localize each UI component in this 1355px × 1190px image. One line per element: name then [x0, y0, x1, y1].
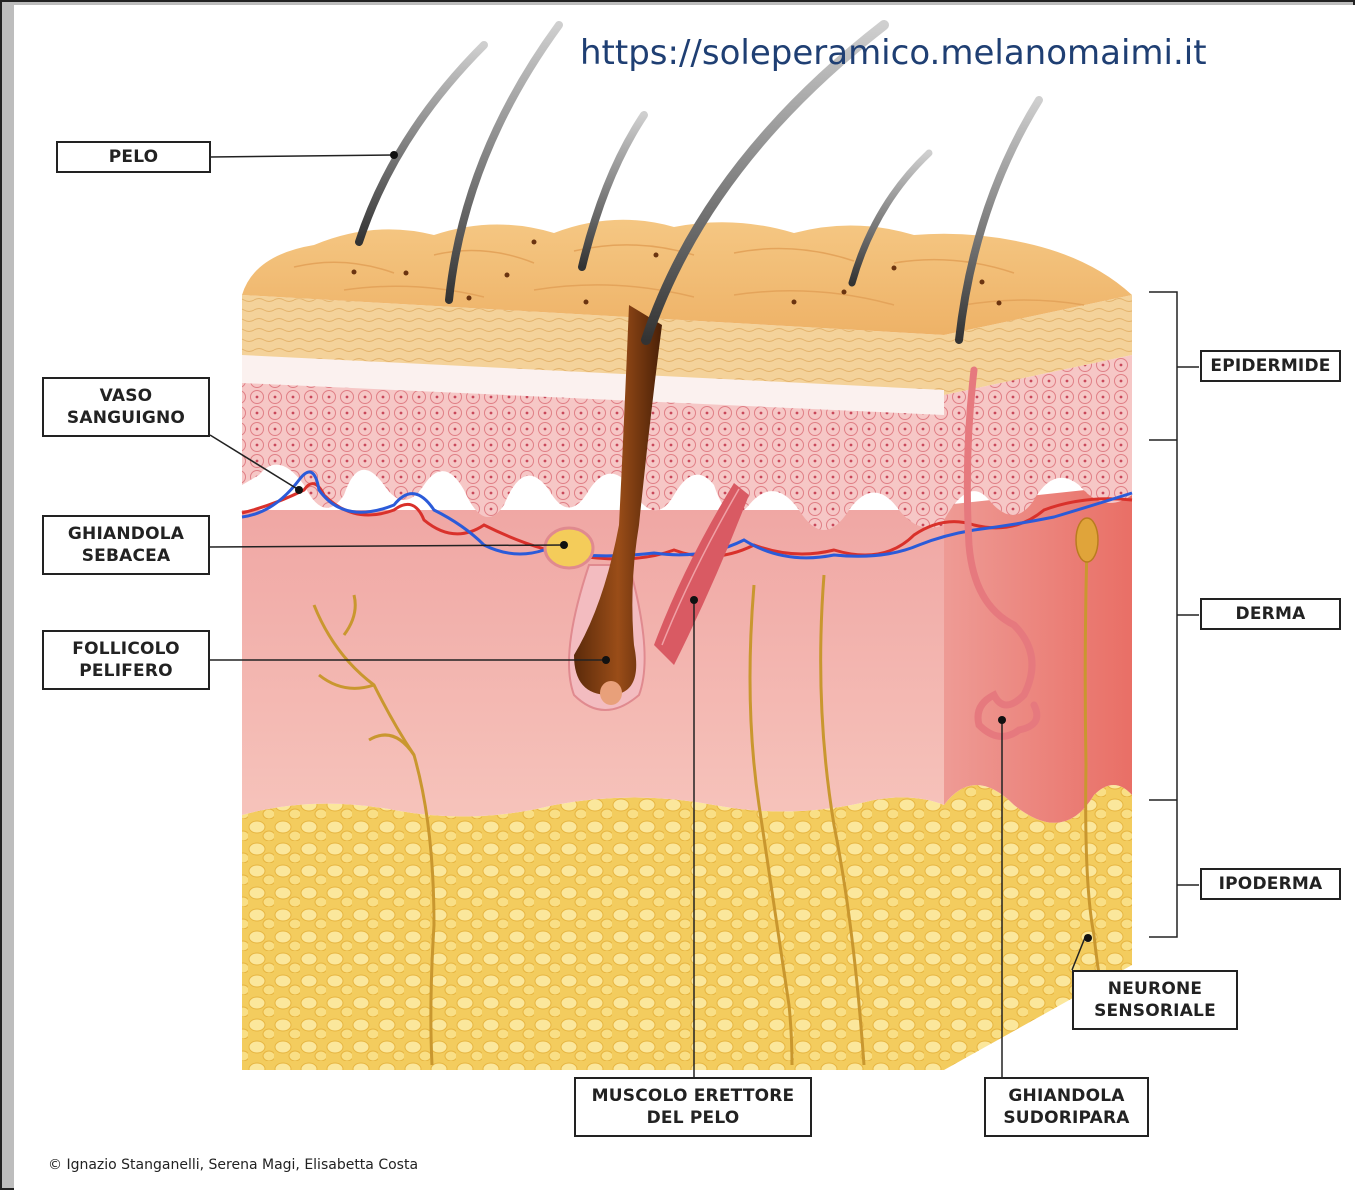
pacinian-corpuscle: [1076, 518, 1098, 562]
label-follicolo-pelifero: FOLLICOLO PELIFERO: [42, 630, 210, 690]
sebaceous-gland-shape: [545, 528, 593, 568]
label-muscolo-erettore: MUSCOLO ERETTORE DEL PELO: [574, 1077, 812, 1137]
hypodermis-front: [242, 797, 944, 1070]
label-ipoderma: IPODERMA: [1200, 868, 1341, 900]
label-epidermide: EPIDERMIDE: [1200, 350, 1341, 382]
label-pelo: PELO: [56, 141, 211, 173]
label-follicolo-pelifero-line2: PELIFERO: [79, 660, 173, 682]
label-ipoderma-line1: IPODERMA: [1219, 873, 1323, 895]
label-neurone-sensoriale-line2: SENSORIALE: [1094, 1000, 1216, 1022]
label-vaso-sanguigno: VASO SANGUIGNO: [42, 377, 210, 437]
diagram-panel: https://soleperamico.melanomaimi.it PELO…: [14, 5, 1355, 1190]
label-neurone-sensoriale: NEURONE SENSORIALE: [1072, 970, 1238, 1030]
layer-bracket: [1149, 292, 1177, 937]
label-ghiandola-sebacea-line2: SEBACEA: [82, 545, 171, 567]
label-ghiandola-sudoripara-line2: SUDORIPARA: [1003, 1107, 1129, 1129]
label-vaso-sanguigno-line1: VASO: [100, 385, 153, 407]
label-ghiandola-sebacea-line1: GHIANDOLA: [68, 523, 184, 545]
label-vaso-sanguigno-line2: SANGUIGNO: [67, 407, 185, 429]
label-ghiandola-sebacea: GHIANDOLA SEBACEA: [42, 515, 210, 575]
label-ghiandola-sudoripara-line1: GHIANDOLA: [1008, 1085, 1124, 1107]
label-epidermide-line1: EPIDERMIDE: [1210, 355, 1330, 377]
label-derma-line1: DERMA: [1236, 603, 1306, 625]
label-pelo-line1: PELO: [109, 146, 159, 168]
label-derma: DERMA: [1200, 598, 1341, 630]
dermis-side: [944, 485, 1132, 823]
dermal-papilla: [600, 681, 622, 705]
label-neurone-sensoriale-line1: NEURONE: [1108, 978, 1202, 1000]
label-muscolo-erettore-line2: DEL PELO: [647, 1107, 740, 1129]
label-follicolo-pelifero-line1: FOLLICOLO: [72, 638, 179, 660]
label-ghiandola-sudoripara: GHIANDOLA SUDORIPARA: [984, 1077, 1149, 1137]
source-url[interactable]: https://soleperamico.melanomaimi.it: [580, 33, 1207, 73]
copyright-credit: © Ignazio Stanganelli, Serena Magi, Elis…: [48, 1157, 418, 1173]
label-muscolo-erettore-line1: MUSCOLO ERETTORE: [592, 1085, 795, 1107]
